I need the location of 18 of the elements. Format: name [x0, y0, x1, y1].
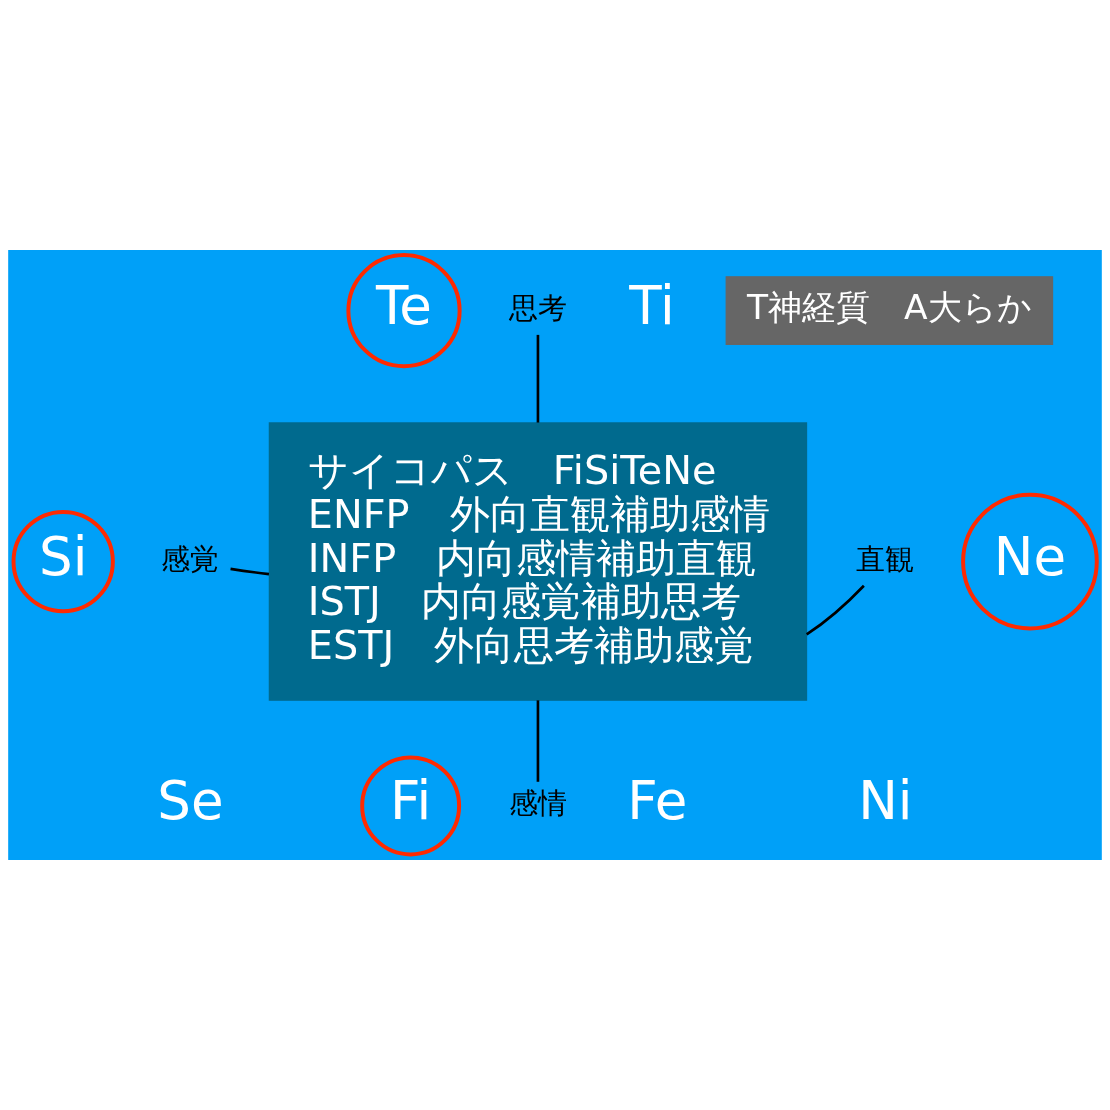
- node-circle: Fi: [360, 755, 462, 857]
- node-box: T神経質 A大らか: [725, 276, 1054, 346]
- node-text: 感覚: [161, 541, 220, 576]
- node-box: サイコパス FiSiTeNe ENFP 外向直観補助感情 INFP 内向感情補助直観 ISTJ 内向感覚補助思考 ESTJ 外向思考補助感覚: [268, 422, 808, 701]
- label: Fe: [627, 770, 688, 833]
- label: Ti: [629, 274, 675, 337]
- label: Ni: [858, 770, 913, 833]
- connector: [805, 584, 865, 636]
- node-text: 思考: [508, 291, 567, 326]
- connector: [230, 567, 270, 576]
- node-text: 感情: [508, 786, 567, 821]
- connector: [536, 700, 540, 782]
- node-circle: Si: [11, 509, 115, 614]
- node-circle: Ne: [961, 492, 1099, 631]
- node-text: 直観: [856, 541, 915, 576]
- label: Se: [157, 770, 224, 833]
- connector: [536, 334, 540, 423]
- node-circle: Te: [346, 253, 462, 369]
